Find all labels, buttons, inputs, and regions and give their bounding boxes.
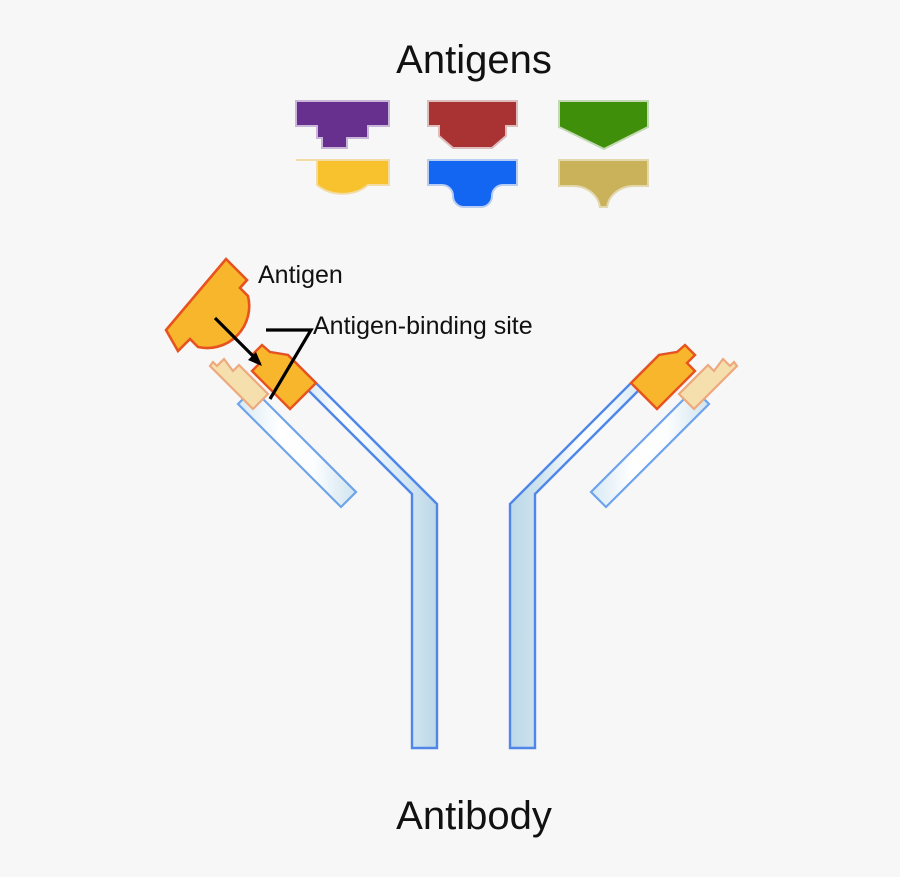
binding-site-leader [266, 328, 314, 400]
page-title-antigens: Antigens [396, 38, 552, 82]
antigen-tan-stem [558, 159, 649, 209]
antigen-red-trapezoid [427, 100, 518, 149]
antigen-arrow-shaft [213, 316, 260, 363]
light-chain-right [589, 357, 739, 509]
label-antigen: Antigen [258, 261, 343, 289]
light-chain-left [208, 357, 358, 509]
label-antigen-binding-site: Antigen-binding site [313, 312, 533, 340]
antigen-yellow-round [296, 159, 390, 195]
light-chain-left-variable [208, 357, 270, 411]
heavy-chain-right [508, 343, 697, 750]
light-chain-right-variable [677, 357, 739, 411]
antigen-purple-stepped [295, 100, 390, 149]
heavy-chain-right-variable [629, 343, 697, 411]
antigen-green-chevron [558, 100, 649, 151]
antigen-blue-wavy [427, 159, 518, 208]
pointer-group [213, 316, 314, 400]
antibody-figure [208, 343, 739, 750]
antigen-shape-grid [295, 100, 649, 209]
page-title-antibody: Antibody [396, 794, 552, 838]
antigen-arrow-head [248, 352, 262, 366]
